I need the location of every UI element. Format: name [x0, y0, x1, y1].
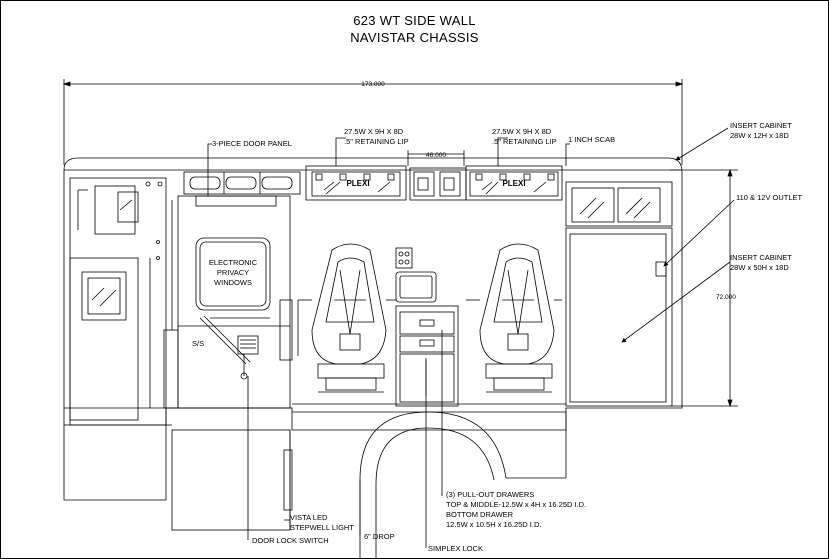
outlet-label: 110 & 12V OUTLET	[736, 193, 803, 202]
cabinet-span-dimension	[407, 150, 465, 166]
privacy-line3: WINDOWS	[214, 278, 252, 287]
cabinet-left-lip: .5" RETAINING LIP	[344, 137, 409, 146]
drawers-top-size: TOP & MIDDLE-12.5W x 4H x 16.25D I.D.	[446, 500, 586, 509]
insert-bottom-size: 28W x 50H x 18D	[730, 263, 789, 272]
door-panel-label: 3-PIECE DOOR PANEL	[212, 139, 292, 148]
cabinet-right-lip: .5" RETAINING LIP	[492, 137, 557, 146]
overall-height-value: 72.000	[716, 294, 736, 301]
drawing-subtitle: NAVISTAR CHASSIS	[350, 30, 479, 45]
stepwell	[171, 429, 293, 531]
insert-cabinet-top	[565, 181, 673, 227]
attendant-seat-left	[297, 243, 396, 393]
privacy-line2: PRIVACY	[217, 268, 249, 277]
cabinet-right-size: 27.5W X 9H X 8D	[492, 127, 552, 136]
door-lock-label: DOOR LOCK SWITCH	[252, 536, 329, 545]
stepwell-line2: STEPWELL LIGHT	[290, 523, 354, 532]
ss-label: S/S	[192, 339, 204, 348]
insert-top-size: 28W x 12H x 18D	[730, 131, 789, 140]
rear-door	[69, 177, 167, 426]
insert-top-label: INSERT CABINET	[730, 121, 792, 130]
upper-cabinet-right	[465, 165, 563, 201]
scab-label: 1 INCH SCAB	[568, 135, 615, 144]
stepwell-line1: VISTA LED	[290, 513, 328, 522]
overall-length-dimension	[62, 79, 684, 165]
plexi-right-label: PLEXI	[502, 179, 525, 188]
door-panel	[183, 171, 301, 195]
insert-bottom-label: INSERT CABINET	[730, 253, 792, 262]
body-outline	[63, 157, 683, 501]
attendant-seat-right	[466, 243, 562, 393]
insert-cabinet-bottom	[565, 227, 673, 407]
leader-lines	[207, 127, 735, 548]
simplex-lock-label: SIMPLEX LOCK	[428, 544, 483, 553]
privacy-line1: ELECTRONIC	[209, 258, 258, 267]
switch-panel	[409, 167, 467, 201]
overall-length-value: 173.000	[361, 81, 385, 88]
side-entry-door	[163, 195, 293, 409]
overall-height-dimension	[670, 168, 738, 408]
center-console	[395, 247, 459, 407]
drawers-label: (3) PULL-OUT DRAWERS	[446, 490, 534, 499]
cabinet-left-size: 27.5W X 9H X 8D	[344, 127, 404, 136]
plexi-left-label: PLEXI	[346, 179, 369, 188]
drawers-bottom-label: BOTTOM DRAWER	[446, 510, 514, 519]
cabinet-span-value: 46.000	[426, 152, 446, 159]
drawers-bottom-size: 12.5W x 10.5H x 16.25D I.D.	[446, 520, 541, 529]
wheel-well	[359, 411, 567, 559]
upper-cabinet-left	[305, 165, 407, 201]
drop-label: 6" DROP	[364, 532, 395, 541]
drawing-title: 623 WT SIDE WALL	[353, 13, 476, 28]
